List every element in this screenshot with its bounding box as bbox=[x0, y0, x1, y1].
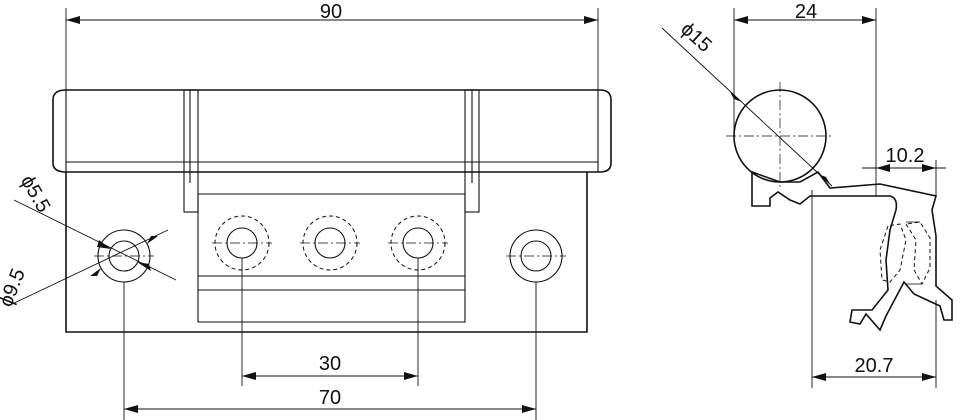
dim-hole-dia-small-label: ϕ5.5 bbox=[16, 172, 55, 217]
dim-side-offset-label: 10.2 bbox=[886, 145, 925, 167]
dim-hole-pitch-inner: 30 bbox=[241, 258, 419, 386]
dim-side-width-label: 24 bbox=[795, 1, 817, 23]
dim-overall-width-label: 90 bbox=[320, 1, 342, 23]
dim-side-depth: 20.7 bbox=[811, 190, 937, 388]
dim-hole-dia-large-label: ϕ9.5 bbox=[0, 266, 30, 310]
side-upper-leaf bbox=[751, 170, 953, 332]
inner-leaf bbox=[197, 194, 466, 323]
hole-centerlines bbox=[94, 242, 566, 257]
knuckle-gap-left bbox=[183, 89, 199, 213]
dim-hole-pitch-inner-label: 30 bbox=[319, 353, 341, 375]
mounting-hole-5 bbox=[509, 229, 563, 283]
knuckle-barrel bbox=[52, 89, 612, 173]
side-hidden-profile bbox=[879, 223, 907, 283]
dim-side-width: 24 bbox=[733, 1, 877, 196]
dim-hole-pitch-outer-label: 70 bbox=[319, 387, 341, 409]
dim-knuckle-dia-label: ϕ15 bbox=[676, 18, 716, 57]
dim-overall-width: 90 bbox=[65, 1, 599, 100]
dim-side-depth-label: 20.7 bbox=[855, 355, 894, 377]
mounting-hole-1 bbox=[97, 229, 151, 283]
front-view bbox=[52, 89, 612, 333]
dim-side-offset: 10.2 bbox=[862, 145, 946, 196]
dim-knuckle-dia: ϕ15 bbox=[661, 18, 833, 187]
dim-hole-pitch-outer: 70 bbox=[123, 282, 537, 420]
dim-hole-dia-large: ϕ9.5 bbox=[0, 229, 169, 310]
dim-hole-dia-small: ϕ5.5 bbox=[13, 172, 177, 281]
hinge-leaf bbox=[65, 172, 588, 333]
countersunk-hole-3 bbox=[302, 215, 358, 271]
